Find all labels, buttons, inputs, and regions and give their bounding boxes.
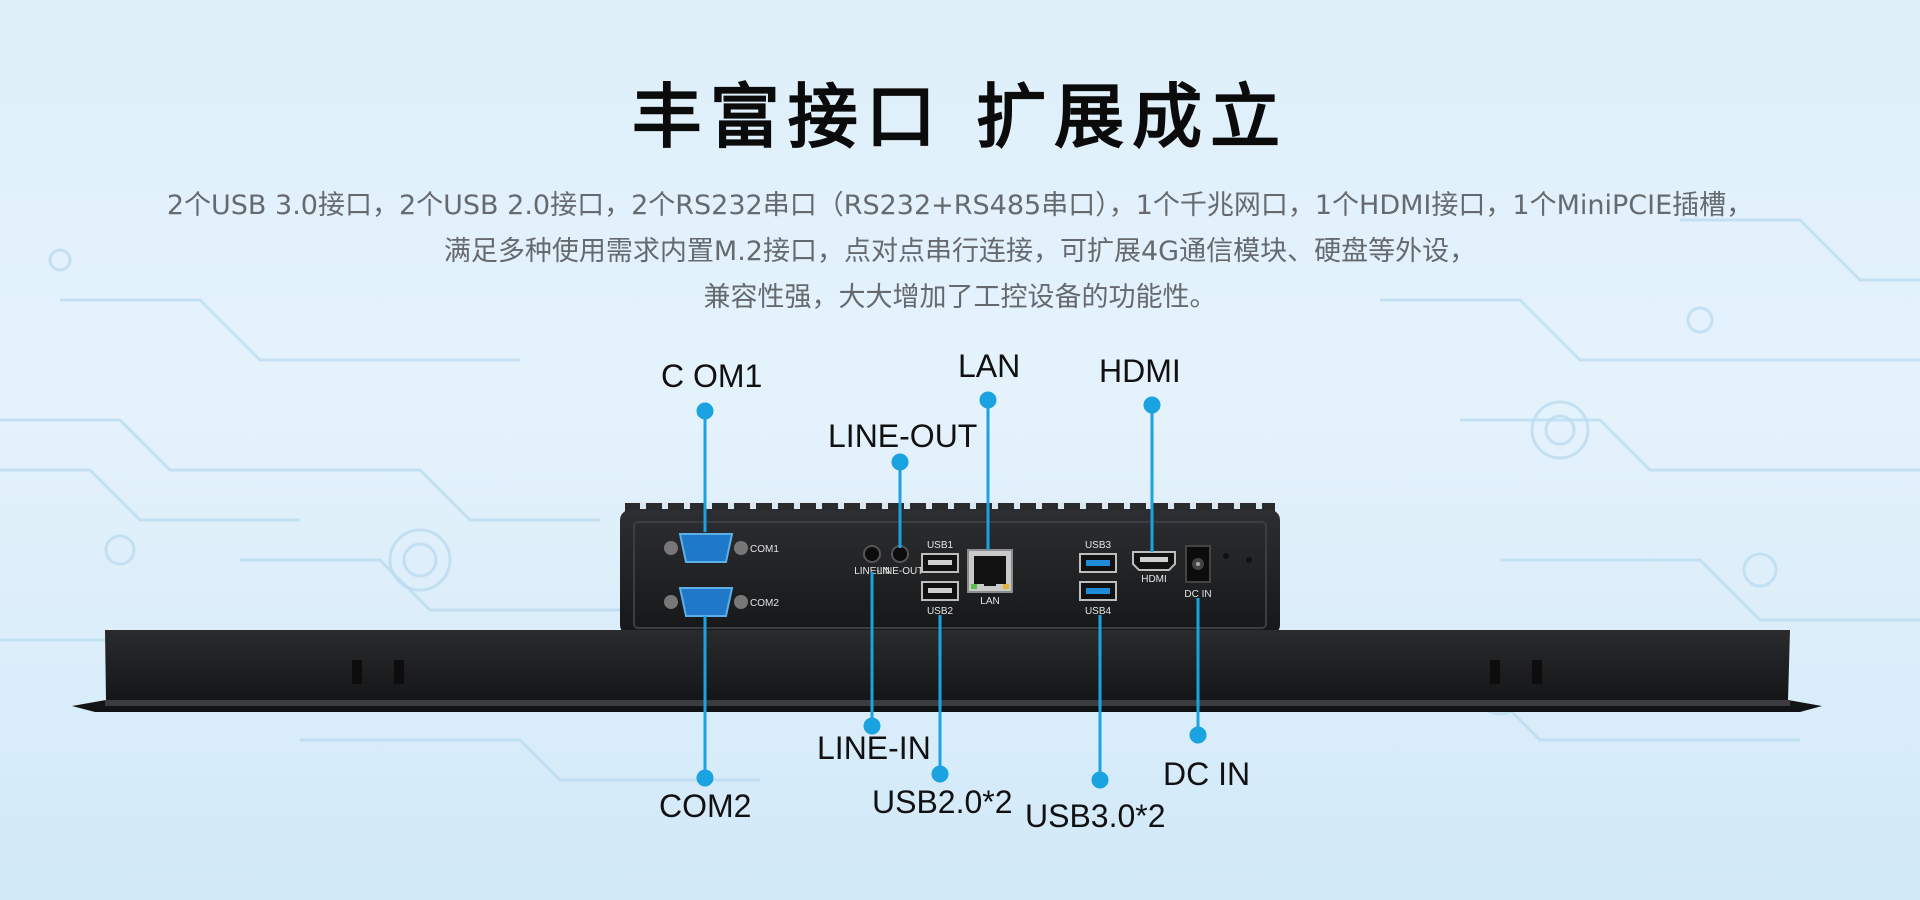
com2-port-label: COM2 [750,598,779,609]
usb2-port-label: USB2 [927,606,954,617]
hdmi-port: HDMI [1132,551,1176,585]
callout-lan: LAN [958,348,1021,384]
usb1-port-label: USB1 [927,540,954,551]
dc-in-port: DC IN [1184,545,1252,600]
usb1-port: USB1 [921,540,959,573]
lan-port-label: LAN [980,596,999,607]
description-line-2: 满足多种使用需求内置M.2接口，点对点串行连接，可扩展4G通信模块、硬盘等外设， [443,236,1477,267]
line-in-port-label: LINE-IN [854,566,890,577]
hdmi-port-label: HDMI [1141,574,1167,585]
usb2-port: USB2 [921,581,959,617]
callout-usb2: USB2.0*2 [872,784,1013,820]
com1-port-label: COM1 [750,544,779,555]
callout-hdmi: HDMI [1099,353,1181,389]
usb3-port: USB3 [1079,540,1117,573]
callout-com2: COM2 [659,788,752,824]
com1-port: COM1 [664,533,779,563]
line-out-port-label: LINE-OUT [877,566,924,577]
description-line-3: 兼容性强，大大增加了工控设备的功能性。 [703,282,1217,313]
callout-line-out: LINE-OUT [828,418,978,454]
usb4-port-label: USB4 [1085,606,1112,617]
line-in-jack: LINE-IN [854,545,890,577]
com2-port: COM2 [664,587,779,617]
usb3-port-label: USB3 [1085,540,1112,551]
callout-line-in: LINE-IN [817,730,931,766]
usb4-port: USB4 [1079,581,1117,617]
display-panel [72,630,1822,712]
callout-dc-in: DC IN [1163,756,1251,792]
callout-usb3: USB3.0*2 [1025,798,1166,834]
dc-in-port-label: DC IN [1184,589,1211,600]
page-title: 丰富接口 扩展成立 [631,76,1289,158]
lan-port: LAN [967,549,1013,607]
description-line-1: 2个USB 3.0接口，2个USB 2.0接口，2个RS232串口（RS232+… [166,190,1754,221]
callout-com1: C OM1 [661,358,763,394]
